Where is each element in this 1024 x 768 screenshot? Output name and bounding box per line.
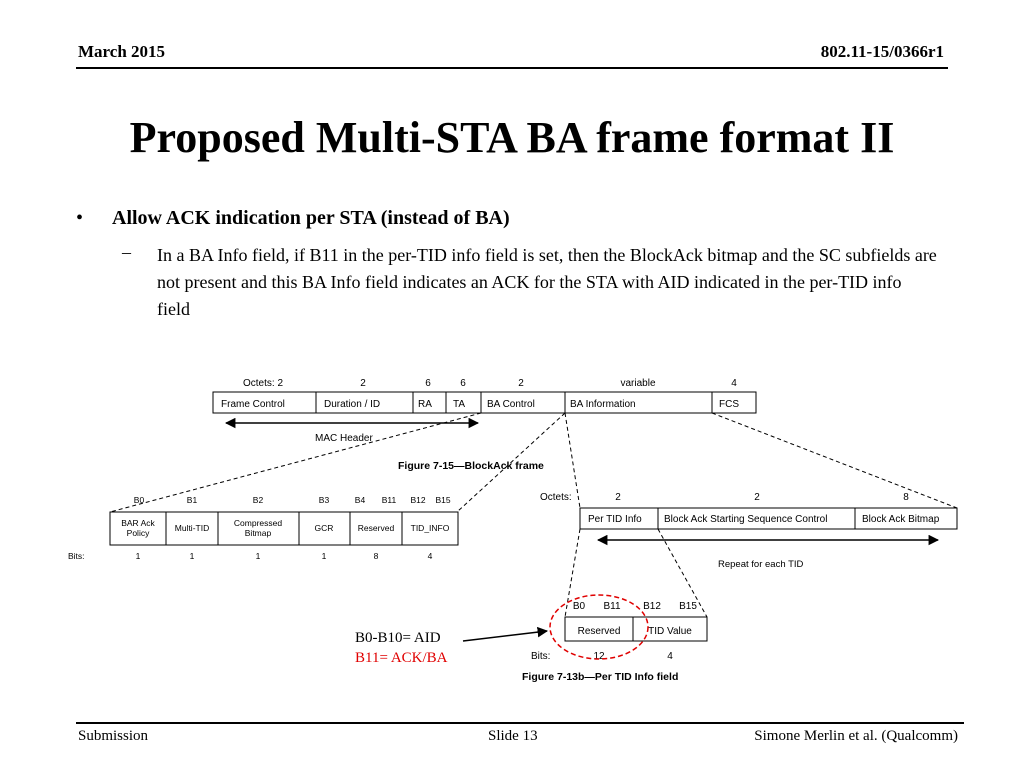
ba-control-field: BAR Ack: [121, 518, 155, 528]
ba-info-octets-label: Octets:: [540, 492, 572, 503]
ba-control-bits: 4: [428, 551, 433, 561]
ba-control-bit: B1: [187, 495, 198, 505]
ba-control-bits-label: Bits:: [68, 551, 85, 561]
connector-line: [109, 412, 482, 513]
b11-highlight-circle: [549, 594, 649, 660]
ba-control-bits: 1: [322, 551, 327, 561]
frame-field-duration: Duration / ID: [324, 399, 380, 410]
bullet-main: Allow ACK indication per STA (instead of…: [112, 207, 510, 229]
header-rule: [76, 67, 948, 69]
connector-line: [711, 412, 958, 509]
frame-field-fcs: FCS: [719, 399, 739, 410]
bullet-sub: In a BA Info field, if B11 in the per-TI…: [157, 245, 937, 319]
footer-slide-number: Slide 13: [488, 728, 538, 744]
footer-submission: Submission: [78, 728, 149, 744]
ba-info-octet: 2: [615, 492, 621, 503]
per-tid-bits-label: Bits:: [531, 651, 550, 662]
note-aid: B0-B10= AID: [355, 630, 441, 646]
header-date: March 2015: [78, 42, 166, 61]
ba-info-octet: 2: [754, 492, 760, 503]
per-tid-field-reserved: Reserved: [578, 626, 621, 637]
ba-control-bit: B3: [319, 495, 330, 505]
ba-control-field: Bitmap: [245, 528, 272, 538]
ba-control-bit: B4: [355, 495, 366, 505]
ba-control-field: Policy: [127, 528, 150, 538]
ba-info-box: [854, 507, 958, 530]
frame-field-box: [711, 391, 757, 414]
header-doc-id: 802.11-15/0366r1: [820, 42, 944, 61]
per-tid-bits: 12: [593, 651, 605, 662]
frame-octets-label: Octets: 2: [243, 378, 283, 389]
ba-info-field-bitmap: Block Ack Bitmap: [862, 514, 940, 525]
frame-field-ta: TA: [453, 399, 465, 410]
footer-rule: [76, 722, 964, 724]
connector-line: [456, 412, 566, 513]
connector-line: [564, 528, 581, 618]
ba-control-field: GCR: [315, 523, 334, 533]
frame-field-ba-information: BA Information: [570, 399, 636, 410]
frame-field-ra: RA: [418, 399, 432, 410]
bullet-marker: •: [76, 207, 84, 229]
footer-author: Simone Merlin et al. (Qualcomm): [754, 728, 958, 744]
ba-control-bit: B12: [410, 495, 425, 505]
ba-control-bits: 1: [190, 551, 195, 561]
frame-field-frame-control: Frame Control: [221, 399, 285, 410]
frame-octet: variable: [620, 378, 655, 389]
per-tid-bit: B0: [573, 601, 586, 612]
ba-control-field: Multi-TID: [175, 523, 209, 533]
per-tid-bit: B12: [643, 601, 661, 612]
mac-header-label: MAC Header: [315, 433, 373, 444]
figure-caption-blockack: Figure 7-15—BlockAck frame: [398, 460, 544, 472]
figure-caption-per-tid: Figure 7-13b—Per TID Info field: [522, 671, 678, 683]
ba-control-bit: B11: [382, 495, 397, 505]
frame-octet: 6: [425, 378, 431, 389]
ba-control-field: Compressed: [234, 518, 282, 528]
ba-control-bits: 8: [374, 551, 379, 561]
per-tid-bit: B11: [603, 601, 620, 612]
ba-control-bits: 1: [136, 551, 141, 561]
frame-octet: 2: [518, 378, 524, 389]
frame-octet: 2: [360, 378, 366, 389]
sub-bullet-marker: –: [122, 242, 131, 262]
frame-octet: 4: [731, 378, 737, 389]
per-tid-field-tid-value: TID Value: [648, 626, 692, 637]
connector-line: [564, 412, 581, 509]
ba-control-bit: B2: [253, 495, 264, 505]
frame-field-ba-control: BA Control: [487, 399, 535, 410]
note-ack: B11= ACK/BA: [355, 650, 448, 666]
slide-title: Proposed Multi-STA BA frame format II: [129, 113, 895, 162]
ba-control-field: TID_INFO: [411, 523, 450, 533]
per-tid-box: [632, 616, 708, 642]
note-pointer-arrow: [462, 626, 549, 642]
ba-control-box: [401, 511, 459, 546]
ba-info-octet: 8: [903, 492, 909, 503]
ba-control-field: Reserved: [358, 523, 395, 533]
ba-control-bits: 1: [256, 551, 261, 561]
ba-control-bit: B0: [134, 495, 145, 505]
per-tid-bits: 4: [667, 651, 673, 662]
frame-octet: 6: [460, 378, 466, 389]
ba-info-field-ssc: Block Ack Starting Sequence Control: [664, 514, 827, 525]
per-tid-bit: B15: [679, 601, 697, 612]
ba-control-bit: B15: [435, 495, 450, 505]
repeat-label: Repeat for each TID: [718, 559, 804, 570]
ba-info-field-per-tid: Per TID Info: [588, 514, 642, 525]
